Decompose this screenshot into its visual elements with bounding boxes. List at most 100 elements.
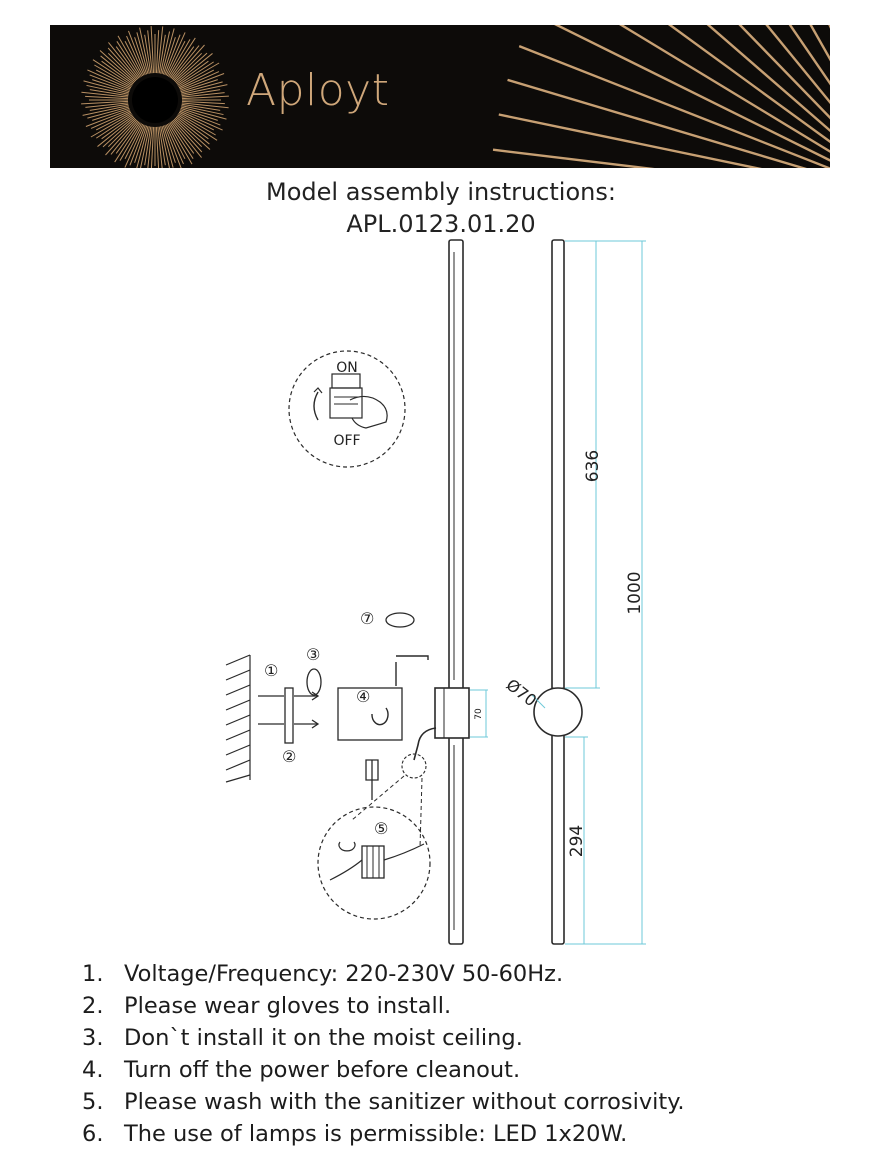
sunburst-ray (82, 105, 129, 116)
sunburst-ray (174, 117, 211, 150)
sunburst-ray (175, 53, 213, 84)
sunburst-ray (107, 47, 138, 81)
sunburst-ray (164, 125, 182, 168)
dimension-294: 294 (567, 825, 587, 857)
sunburst-ray (99, 50, 136, 83)
callout-4: ④ (356, 687, 370, 706)
sunburst-ray (171, 45, 200, 80)
sunburst-ray (180, 109, 221, 126)
sunburst-ray (181, 100, 225, 105)
sunburst-ray (175, 116, 210, 145)
base-dimension-label: 70 (474, 708, 484, 720)
banner-artwork (81, 25, 830, 168)
sunburst-ray (162, 37, 176, 75)
instruction-item: 4.Turn off the power before cleanout. (82, 1057, 521, 1083)
sunburst-ray (179, 71, 220, 90)
decorative-ray (619, 25, 830, 153)
decorative-ray (667, 25, 830, 144)
sunburst-ray (108, 42, 139, 80)
sunburst-ray (177, 114, 218, 141)
callout-3: ③ (306, 645, 320, 664)
sunburst-ray (81, 91, 129, 98)
sunburst-ray (134, 125, 148, 163)
sunburst-ray (176, 115, 209, 140)
sunburst-ray (119, 123, 142, 161)
brand-banner: Aployt (50, 25, 830, 168)
callout-5: ⑤ (374, 819, 388, 838)
switch-on-label: ON (336, 360, 358, 376)
sunburst-ray (124, 40, 144, 77)
sunburst-ray (180, 107, 218, 121)
sunburst-ray (89, 74, 130, 91)
sunburst-ray (158, 126, 166, 166)
mounting-parts (258, 612, 429, 744)
sunburst-ray (89, 103, 129, 111)
sunburst-ray (92, 59, 133, 86)
dimension-1000: 1000 (625, 571, 645, 614)
sunburst-ray (169, 122, 194, 159)
sunburst-ray (136, 32, 149, 75)
sunburst-ray (161, 125, 174, 168)
sunburst-ray (180, 73, 225, 91)
base-dimension (470, 689, 488, 738)
decorative-ray (518, 45, 830, 168)
sunburst-ray (107, 118, 137, 148)
sunburst-ray (155, 30, 160, 74)
instruction-item: 3.Don`t install it on the moist ceiling. (82, 1025, 523, 1051)
sunburst-ray (101, 60, 134, 85)
sunburst-ray (172, 44, 205, 81)
sunburst-ray (181, 103, 221, 111)
sunburst-ray (87, 69, 131, 90)
sunburst-ray (150, 126, 155, 168)
sunburst-ray (178, 113, 216, 136)
sunburst-ray (161, 28, 175, 75)
callout-2: ② (282, 747, 296, 766)
decorative-rays (492, 25, 830, 168)
screwdriver-icon (365, 759, 379, 800)
sunburst-ray (164, 34, 181, 75)
lamp-side-view (533, 239, 583, 945)
hand-icon (349, 395, 388, 429)
decorative-ray (492, 148, 655, 168)
sunburst-ray (181, 89, 221, 97)
sunburst-ray (105, 119, 138, 156)
sunburst-ray (180, 79, 218, 93)
sunburst-logo-icon (81, 26, 229, 168)
callout-1: ① (264, 661, 278, 680)
sunburst-ray (95, 111, 132, 131)
model-number: APL.0123.01.20 (346, 210, 536, 238)
sunburst-ray (157, 126, 163, 168)
sunburst-ray (162, 125, 176, 163)
round-joint (533, 687, 583, 737)
sunburst-ray (134, 37, 148, 75)
sunburst-ray (101, 115, 134, 140)
sunburst-ray (116, 41, 141, 78)
decorative-ray (706, 25, 830, 133)
sunburst-ray (140, 126, 150, 168)
callout-7: ⑦ (360, 609, 374, 628)
sun-disc-icon (132, 77, 178, 123)
sunburst-ray (168, 123, 193, 165)
sunburst-ray (171, 120, 202, 158)
instruction-item: 5.Please wash with the sanitizer without… (82, 1089, 685, 1115)
sunburst-ray (181, 102, 229, 109)
sunburst-ray (124, 124, 145, 168)
sunburst-ray (92, 107, 130, 121)
sunburst-ray (174, 52, 208, 83)
sunburst-ray (92, 79, 130, 93)
instruction-item: 1.Voltage/Frequency: 220-230V 50-60Hz. (82, 961, 564, 987)
sunburst-ray (85, 95, 129, 100)
decorative-ray (738, 25, 830, 120)
sunburst-ray (90, 113, 132, 138)
sunburst-ray (115, 121, 140, 154)
sunburst-ray (178, 62, 220, 87)
sunburst-ray (172, 119, 203, 153)
sunburst-ray (170, 121, 195, 154)
sunburst-ray (168, 39, 191, 77)
switch-off-label: OFF (333, 433, 360, 449)
power-cable (413, 727, 437, 761)
instruction-item: 6.The use of lamps is permissible: LED 1… (82, 1121, 628, 1147)
sunburst-ray (90, 110, 131, 129)
sunburst-ray (83, 80, 130, 94)
sunburst-ray (144, 126, 152, 166)
